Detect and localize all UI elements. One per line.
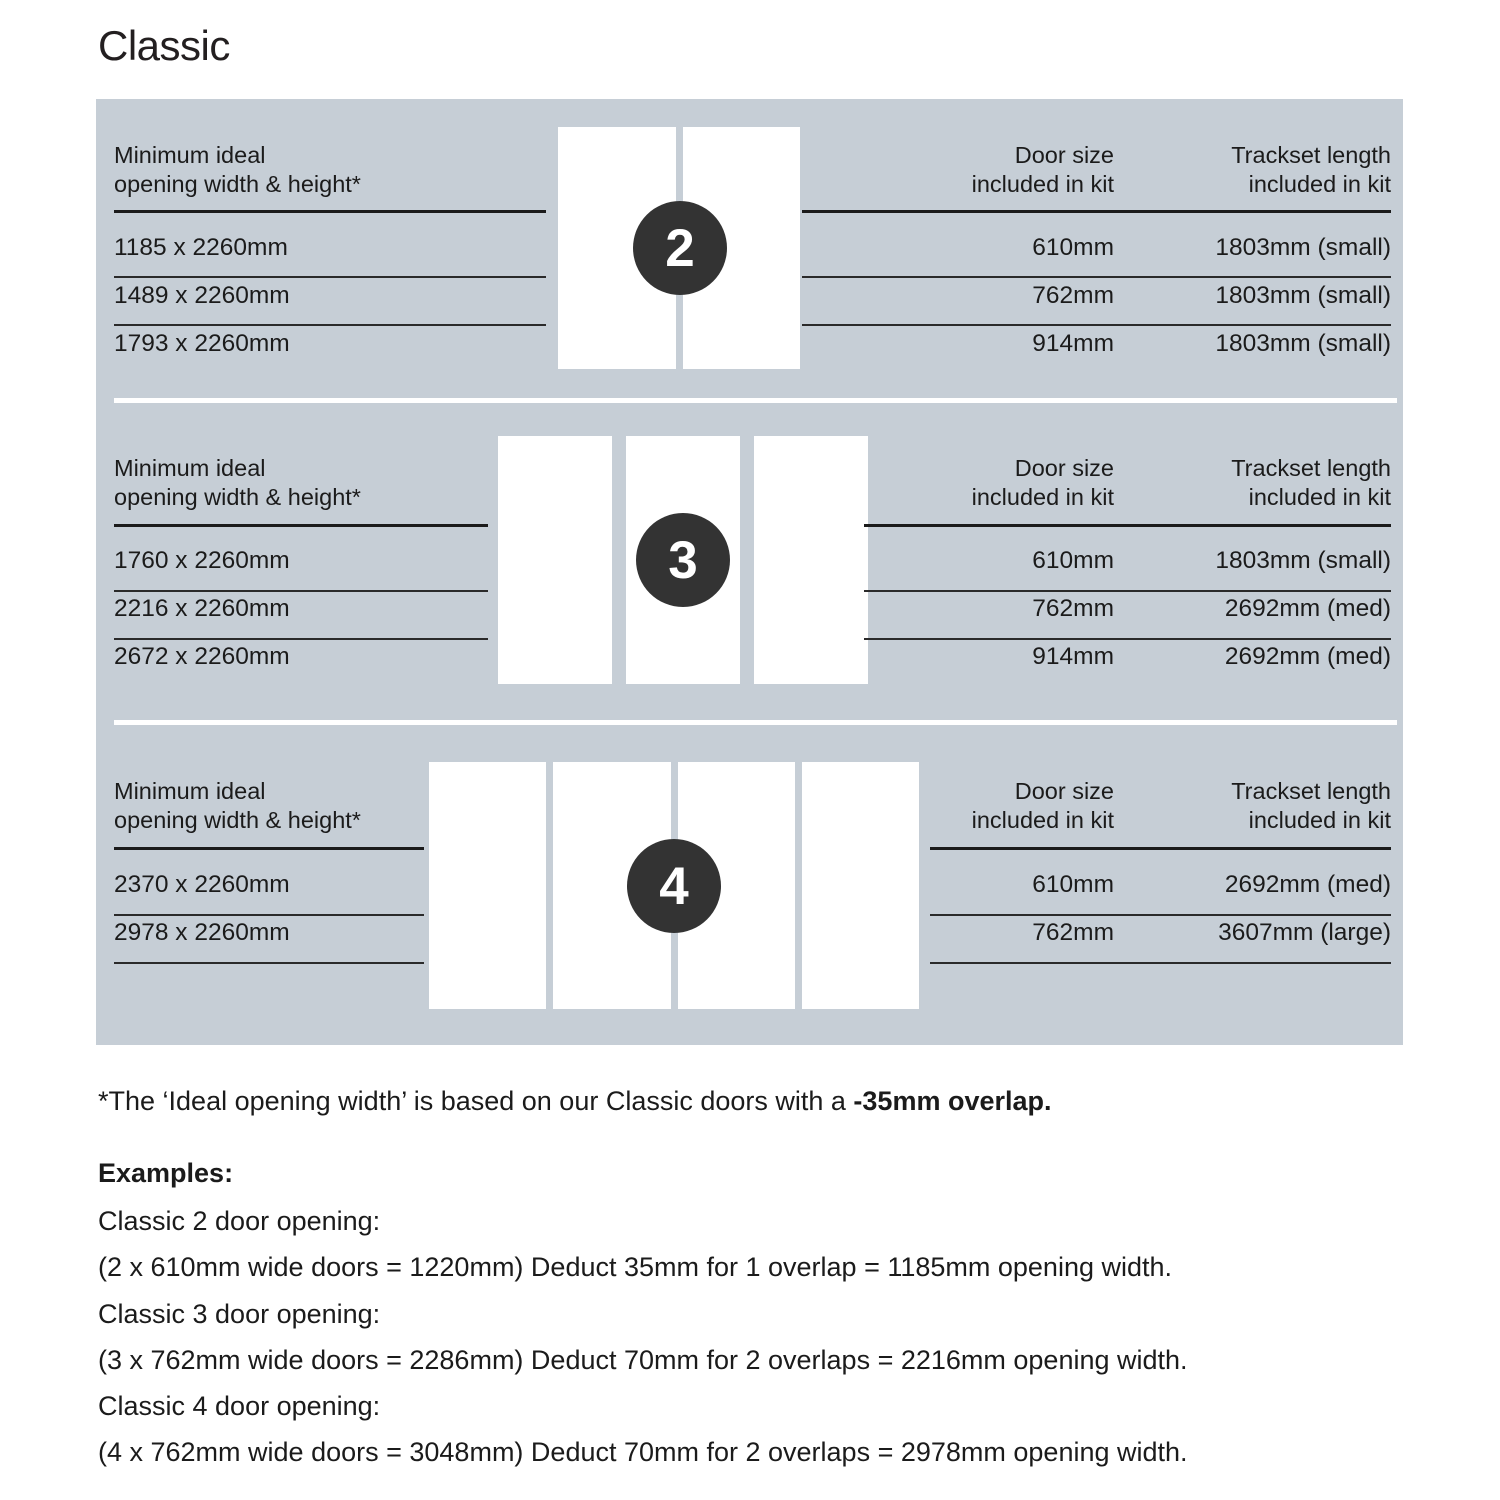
door-size-value: 610mm — [1032, 547, 1114, 574]
opening-value: 1793 x 2260mm — [114, 330, 290, 357]
example-line: (4 x 762mm wide doors = 3048mm) Deduct 7… — [98, 1437, 1188, 1467]
section-3-door: Minimum ideal opening width & height* 17… — [96, 402, 1403, 720]
row-rule — [114, 962, 424, 964]
row-rule — [114, 638, 488, 640]
door-size-value: 914mm — [1032, 643, 1114, 670]
opening-value: 1489 x 2260mm — [114, 282, 290, 309]
examples-heading: Examples: — [98, 1158, 234, 1188]
row-rule — [114, 324, 546, 326]
row-rule — [802, 276, 1391, 278]
door-size-value: 610mm — [1032, 871, 1114, 898]
specification-panel: Minimum ideal opening width & height* 11… — [96, 99, 1403, 1045]
opening-value: 2370 x 2260mm — [114, 871, 290, 898]
column-header-trackset: Trackset length included in kit — [1231, 142, 1391, 197]
header-rule — [114, 524, 488, 527]
trackset-value: 2692mm (med) — [1224, 595, 1391, 622]
opening-value: 2978 x 2260mm — [114, 919, 290, 946]
door-size-value: 762mm — [1032, 282, 1114, 309]
trackset-value: 1803mm (small) — [1215, 330, 1391, 357]
column-header-door-size: Door size included in kit — [971, 142, 1114, 197]
section-divider — [114, 398, 1397, 403]
row-rule — [930, 914, 1391, 916]
row-rule — [930, 962, 1391, 964]
door-panel — [498, 436, 612, 684]
trackset-value: 2692mm (med) — [1224, 871, 1391, 898]
column-header-opening: Minimum ideal opening width & height* — [114, 142, 361, 197]
section-divider — [114, 720, 1397, 725]
page-title: Classic — [98, 22, 230, 69]
trackset-value: 1803mm (small) — [1215, 282, 1391, 309]
column-header-trackset: Trackset length included in kit — [1231, 778, 1391, 833]
section-4-door: Minimum ideal opening width & height* 23… — [96, 724, 1403, 1045]
trackset-value: 1803mm (small) — [1215, 547, 1391, 574]
column-header-trackset: Trackset length included in kit — [1231, 455, 1391, 510]
header-rule — [802, 210, 1391, 213]
footnote-text: *The ‘Ideal opening width’ is based on o… — [98, 1086, 854, 1116]
door-panel — [429, 762, 547, 1009]
header-rule — [114, 847, 424, 850]
row-rule — [864, 590, 1391, 592]
example-line: Classic 2 door opening: — [98, 1206, 381, 1236]
footnote: *The ‘Ideal opening width’ is based on o… — [98, 1086, 1052, 1117]
example-line: Classic 4 door opening: — [98, 1391, 381, 1421]
trackset-value: 2692mm (med) — [1224, 643, 1391, 670]
trackset-value: 1803mm (small) — [1215, 234, 1391, 261]
section-2-door: Minimum ideal opening width & height* 11… — [96, 99, 1403, 398]
footnote-emphasis: -35mm overlap. — [853, 1086, 1052, 1116]
door-panel — [801, 762, 919, 1009]
column-header-door-size: Door size included in kit — [971, 778, 1114, 833]
door-panel — [754, 436, 868, 684]
row-rule — [114, 914, 424, 916]
column-header-door-size: Door size included in kit — [971, 455, 1114, 510]
header-rule — [114, 210, 546, 213]
door-size-value: 610mm — [1032, 234, 1114, 261]
opening-value: 2672 x 2260mm — [114, 643, 290, 670]
row-rule — [114, 590, 488, 592]
trackset-value: 3607mm (large) — [1218, 919, 1391, 946]
opening-value: 2216 x 2260mm — [114, 595, 290, 622]
example-line: (3 x 762mm wide doors = 2286mm) Deduct 7… — [98, 1345, 1188, 1375]
door-count-badge: 2 — [633, 201, 727, 295]
opening-value: 1185 x 2260mm — [114, 234, 288, 261]
door-count-badge: 4 — [627, 839, 721, 933]
door-size-value: 762mm — [1032, 919, 1114, 946]
header-rule — [864, 524, 1391, 527]
example-line: (2 x 610mm wide doors = 1220mm) Deduct 3… — [98, 1252, 1173, 1282]
column-header-opening: Minimum ideal opening width & height* — [114, 455, 361, 510]
opening-value: 1760 x 2260mm — [114, 547, 290, 574]
row-rule — [802, 324, 1391, 326]
door-count-badge: 3 — [636, 513, 730, 607]
row-rule — [114, 276, 546, 278]
door-size-value: 762mm — [1032, 595, 1114, 622]
example-line: Classic 3 door opening: — [98, 1299, 381, 1329]
column-header-opening: Minimum ideal opening width & height* — [114, 778, 361, 833]
row-rule — [864, 638, 1391, 640]
header-rule — [930, 847, 1391, 850]
door-size-value: 914mm — [1032, 330, 1114, 357]
